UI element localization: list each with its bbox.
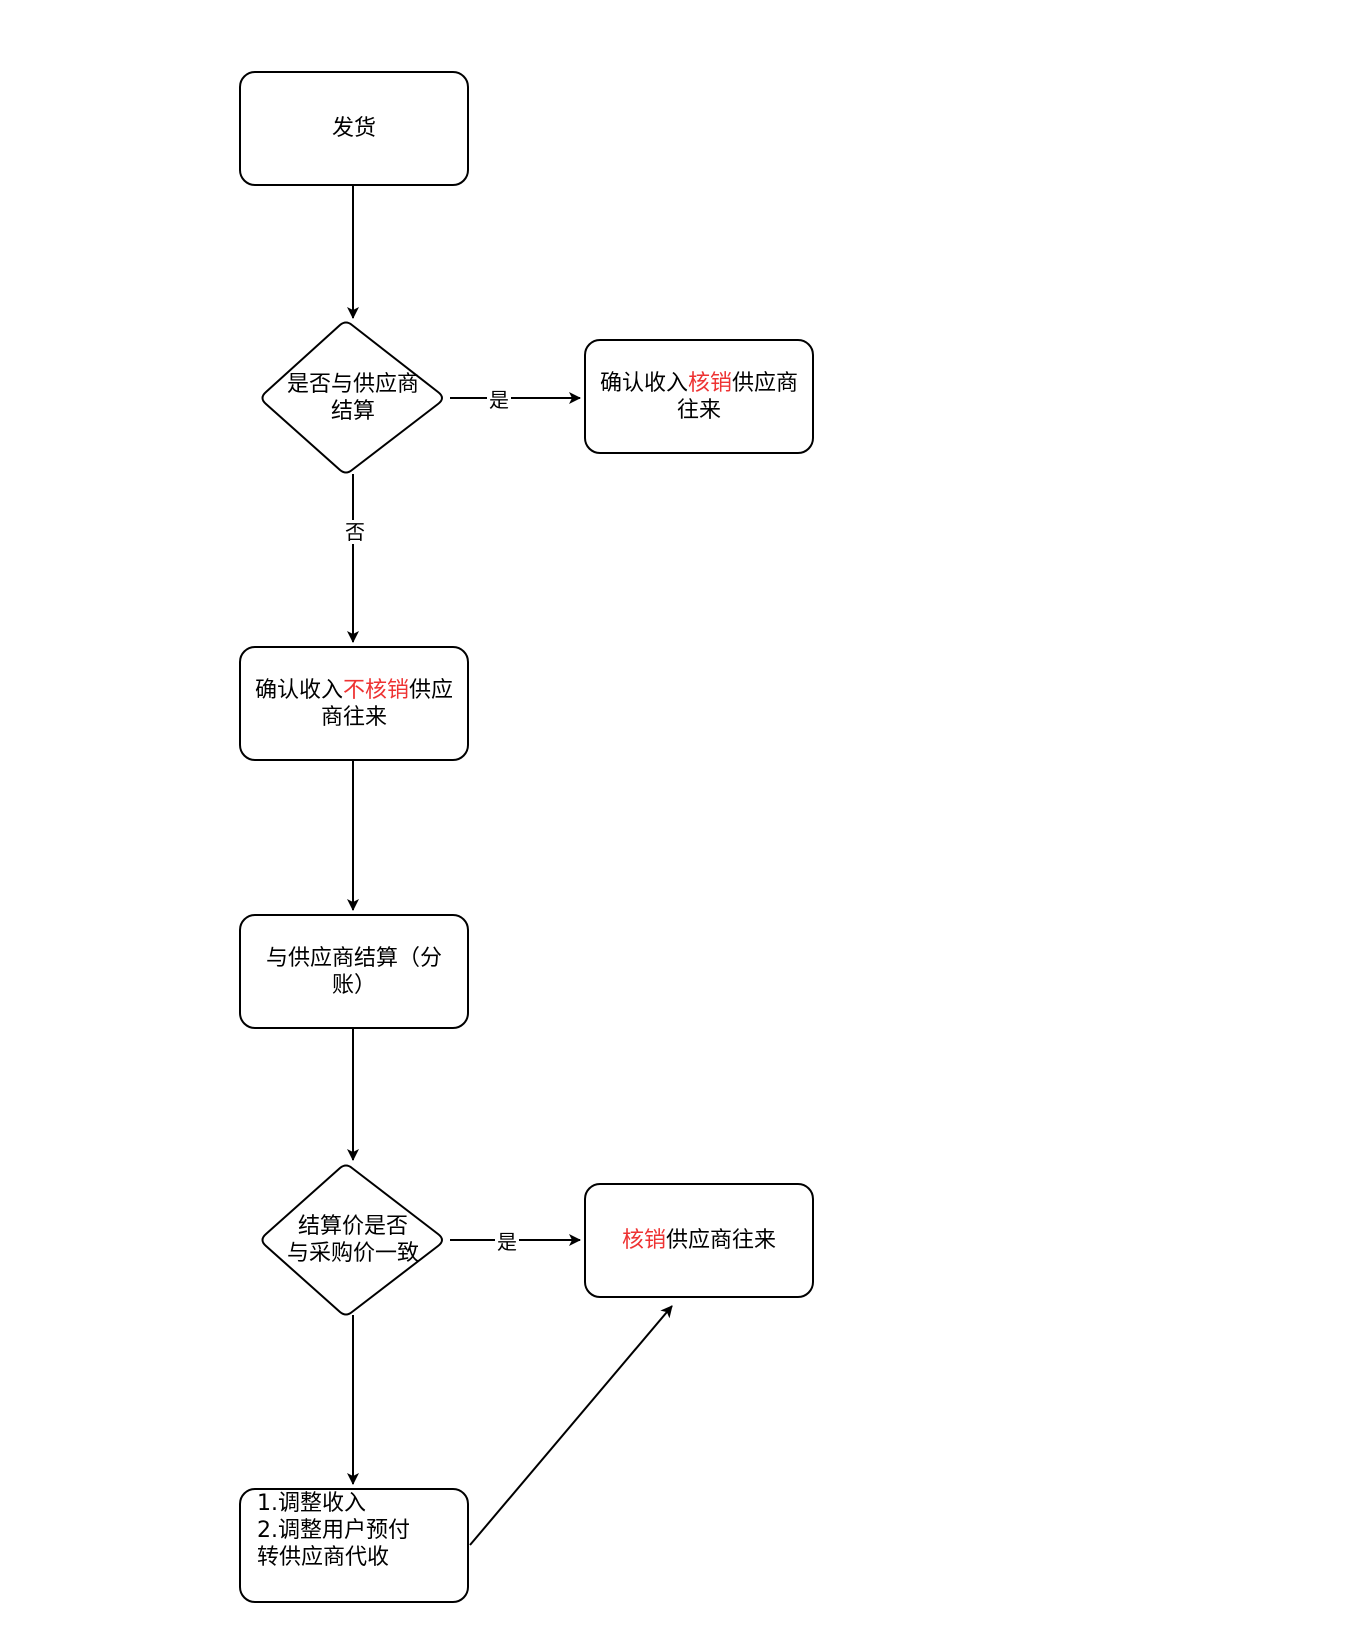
decision-settle-line2: 结算 xyxy=(330,399,375,424)
adjust-line2: 2.调整用户预付 xyxy=(257,1518,410,1543)
confirm-writeoff-pre: 确认收入 xyxy=(599,370,688,396)
adjust-line3: 转供应商代收 xyxy=(257,1545,390,1570)
confirm-writeoff-post: 供应商 xyxy=(732,370,799,396)
adjust-node[interactable]: 1.调整收入 2.调整用户预付 转供应商代收 xyxy=(239,1488,469,1603)
decision-settle-diamond[interactable] xyxy=(261,321,443,474)
confirm-no-writeoff-line2: 商往来 xyxy=(320,704,387,730)
confirm-writeoff-line2: 往来 xyxy=(676,397,721,423)
decision-price-text: 结算价是否 与采购价一致 xyxy=(266,1200,440,1280)
confirm-no-writeoff-line1: 确认收入不核销供应 xyxy=(255,677,453,704)
settle-split-line1: 与供应商结算（分 xyxy=(265,945,442,971)
ship-label: 发货 xyxy=(331,116,376,141)
edge-label-settle-no: 否 xyxy=(343,520,367,544)
writeoff-node[interactable]: 核销供应商往来 xyxy=(584,1183,814,1298)
decision-settle-text: 是否与供应商 结算 xyxy=(266,358,440,438)
decision-price-diamond[interactable] xyxy=(261,1164,443,1316)
writeoff-post: 供应商往来 xyxy=(666,1228,777,1253)
writeoff-highlight: 核销 xyxy=(621,1228,666,1253)
decision-price-line2: 与采购价一致 xyxy=(286,1241,419,1266)
confirm-no-writeoff-post: 供应 xyxy=(409,677,454,703)
edge-label-settle-yes: 是 xyxy=(487,388,511,412)
settle-split-node[interactable]: 与供应商结算（分 账） xyxy=(239,914,469,1029)
decision-settle-line1: 是否与供应商 xyxy=(286,372,419,397)
confirm-no-writeoff-node[interactable]: 确认收入不核销供应 商往来 xyxy=(239,646,469,761)
confirm-writeoff-line1: 确认收入核销供应商 xyxy=(600,370,798,397)
adjust-line1: 1.调整收入 xyxy=(257,1491,366,1516)
confirm-no-writeoff-pre: 确认收入 xyxy=(254,677,343,703)
writeoff-line: 核销供应商往来 xyxy=(622,1227,776,1254)
ship-node[interactable]: 发货 xyxy=(239,71,469,186)
edge-label-price-yes: 是 xyxy=(495,1230,519,1254)
confirm-no-writeoff-highlight: 不核销 xyxy=(342,677,409,703)
decision-price-line1: 结算价是否 xyxy=(297,1214,408,1239)
settle-split-line2: 账） xyxy=(331,972,376,998)
confirm-writeoff-highlight: 核销 xyxy=(687,370,732,396)
edge-adjust-to-writeoff xyxy=(469,1305,673,1546)
confirm-writeoff-node[interactable]: 确认收入核销供应商 往来 xyxy=(584,339,814,454)
